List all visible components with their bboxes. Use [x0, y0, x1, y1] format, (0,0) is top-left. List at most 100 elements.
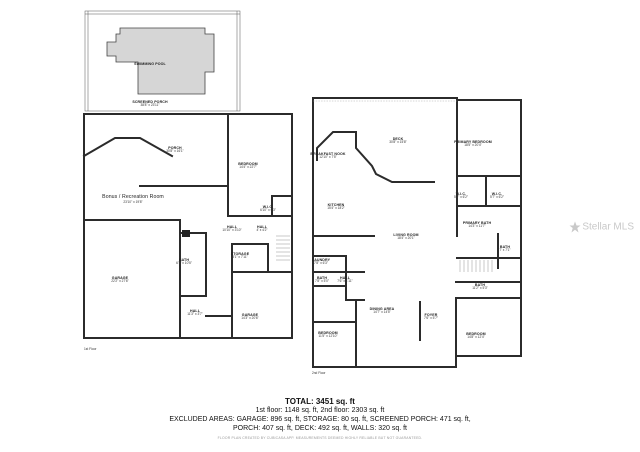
room-dims: 15'4" x 18'2" [327, 206, 345, 211]
room-dims: 30'8" x 16'1" [166, 149, 184, 154]
room-name: BATH [316, 276, 328, 280]
label-bath-2: BATH 7' x 7'1" [499, 245, 510, 253]
room-dims: 10'10" x 3'10" [222, 228, 242, 233]
stellar-mls-watermark: Stellar MLS [569, 221, 634, 233]
label-bath-4: BATH 11'2" x 5'3" [472, 283, 487, 291]
label-hall-2: HALL 4' x 4'2" [256, 225, 267, 233]
label-bath-3: BATH 7'8" x 5'0" [315, 276, 329, 284]
room-name: DINING AREA [369, 307, 395, 311]
label-bath-1: BATH 6'1" x 10'5" [176, 258, 192, 266]
label-primary-bedroom: PRIMARY BEDROOM 18'5" x 20'4" [454, 140, 492, 148]
room-dims: 18'5" x 20'4" [464, 143, 482, 148]
label-porch: PORCH 30'8" x 16'1" [166, 146, 183, 154]
total-area: TOTAL: 3451 sq. ft [285, 397, 355, 406]
label-foyer: FOYER 7'6" x 5'7" [424, 313, 438, 321]
room-dims: 11'2" x 5'3" [472, 286, 488, 291]
label-bedroom-1: BEDROOM 14'4" x 22'7" [238, 162, 257, 170]
room-dims: 6'10" x 6'3" [260, 208, 276, 213]
label-bedroom-3: BEDROOM 14'8" x 12'4" [466, 332, 485, 340]
label-living-room: LIVING ROOM 18'4" x 20'1" [393, 233, 418, 241]
swimming-pool-shape [106, 27, 215, 95]
first-floor-label: 1st Floor [84, 347, 97, 351]
room-dims: 14'8" x 12'4" [467, 335, 485, 340]
second-floor-label: 2nd Floor [312, 371, 326, 375]
room-name: BEDROOM [466, 332, 486, 336]
room-dims: 7' x 7'1" [499, 248, 511, 253]
label-deck: DECK 30'8" x 15'8" [389, 137, 406, 145]
label-hall-3: HALL 11'3" x 3'7" [187, 309, 202, 317]
stairs-first-floor [276, 235, 290, 261]
room-name: HALL [190, 309, 200, 313]
label-hall-4: HALL 7'6" x 1'11" [337, 276, 352, 284]
label-garage-1: GARAGE 22'2" x 27'6" [111, 276, 128, 284]
room-dims: 38'8" x 23'11" [140, 103, 160, 108]
room-name: STORAGE [230, 252, 250, 256]
room-name: SWIMMING POOL [134, 62, 166, 66]
label-dining-area: DINING AREA 14'7" x 14'5" [370, 307, 395, 315]
room-dims: 12'10" x 7'5" [319, 155, 337, 160]
label-bonus-room: Bonus / Recreation Room 23'10" x 19'8" [102, 194, 164, 205]
label-wic-1: W.I.C. 6'10" x 6'3" [260, 205, 276, 213]
room-name: KITCHEN [327, 203, 345, 207]
screened-porch-outline [84, 10, 241, 112]
label-laundry: LAUNDRY 7'8" x 6'3" [312, 258, 330, 266]
label-pool: SWIMMING POOL [134, 62, 166, 66]
room-name: HALL [257, 225, 267, 229]
room-dims: 14'3" x 20'6" [241, 316, 259, 321]
room-name: HALL [340, 276, 350, 280]
label-storage: STORAGE 8'1" x 7'11" [231, 252, 249, 260]
stellar-star-icon [569, 221, 581, 233]
label-garage-2: GARAGE 14'3" x 20'6" [241, 313, 258, 321]
room-dims: 6'1" x 10'5" [176, 261, 192, 266]
label-primary-bath: PRIMARY BATH 14'3" x 11'7" [463, 221, 491, 229]
label-bedroom-2: BEDROOM 11'5" x 12'10" [318, 331, 337, 339]
room-name: GARAGE [111, 276, 129, 280]
room-name: W.I.C. [491, 192, 503, 196]
room-dims: 11'5" x 12'10" [318, 334, 338, 339]
excluded-areas: EXCLUDED AREAS: GARAGE: 896 sq. ft, STOR… [169, 416, 471, 423]
room-dims: 22'2" x 27'6" [111, 279, 129, 284]
room-name: BREAKFAST NOOK [310, 152, 346, 156]
room-name: W.I.C. [455, 192, 467, 196]
room-dims: 11'3" x 3'7" [187, 312, 203, 317]
disclaimer: FLOOR PLAN CREATED BY CUBICASA APP. MEAS… [217, 436, 423, 440]
label-wic-2: W.I.C. 5'3" x 6'2" [454, 192, 468, 200]
room-dims: 5'3" x 6'2" [454, 195, 468, 200]
room-name: BATH [474, 283, 486, 287]
room-name: HALL [227, 225, 237, 229]
room-dims: 4' x 4'2" [256, 228, 268, 233]
room-dims: 7'8" x 6'3" [314, 261, 328, 266]
room-dims: 23'10" x 19'8" [123, 199, 143, 204]
label-kitchen: KITCHEN 15'4" x 18'2" [327, 203, 344, 211]
room-dims: 8'1" x 7'11" [232, 255, 248, 260]
room-name: BEDROOM [318, 331, 338, 335]
room-dims: 7'8" x 5'0" [315, 279, 329, 284]
room-dims: 7'6" x 5'7" [424, 316, 438, 321]
label-hall-1: HALL 10'10" x 3'10" [222, 225, 241, 233]
room-name: SCREENED PORCH [132, 100, 168, 104]
room-name: FOYER [424, 313, 438, 317]
stairs-second-floor [459, 260, 493, 272]
room-dims: 5'7" x 6'2" [490, 195, 504, 200]
room-name: BATH [178, 258, 190, 262]
stair-post [182, 230, 190, 237]
room-name: Bonus / Recreation Room [102, 194, 164, 200]
room-dims: 7'6" x 1'11" [337, 279, 353, 284]
room-name: BEDROOM [238, 162, 258, 166]
room-name: PRIMARY BEDROOM [454, 140, 492, 144]
label-breakfast-nook: BREAKFAST NOOK 12'10" x 7'5" [310, 152, 345, 160]
label-wic-3: W.I.C. 5'7" x 6'2" [490, 192, 504, 200]
excluded-areas-continued: PORCH: 407 sq. ft, DECK: 492 sq. ft, WAL… [232, 425, 408, 432]
room-dims: 14'3" x 11'7" [468, 224, 486, 229]
room-name: DECK [392, 137, 404, 141]
label-screened-porch: SCREENED PORCH 38'8" x 23'11" [132, 100, 167, 108]
room-name: PRIMARY BATH [462, 221, 492, 225]
floor-areas: 1st floor: 1148 sq. ft, 2nd floor: 2303 … [255, 407, 385, 414]
room-dims: 30'8" x 15'8" [389, 140, 407, 145]
room-dims: 14'4" x 22'7" [239, 165, 257, 170]
second-floor-walls [312, 97, 522, 368]
room-dims: 14'7" x 14'5" [373, 310, 391, 315]
room-name: LIVING ROOM [393, 233, 419, 237]
room-name: PORCH [168, 146, 182, 150]
